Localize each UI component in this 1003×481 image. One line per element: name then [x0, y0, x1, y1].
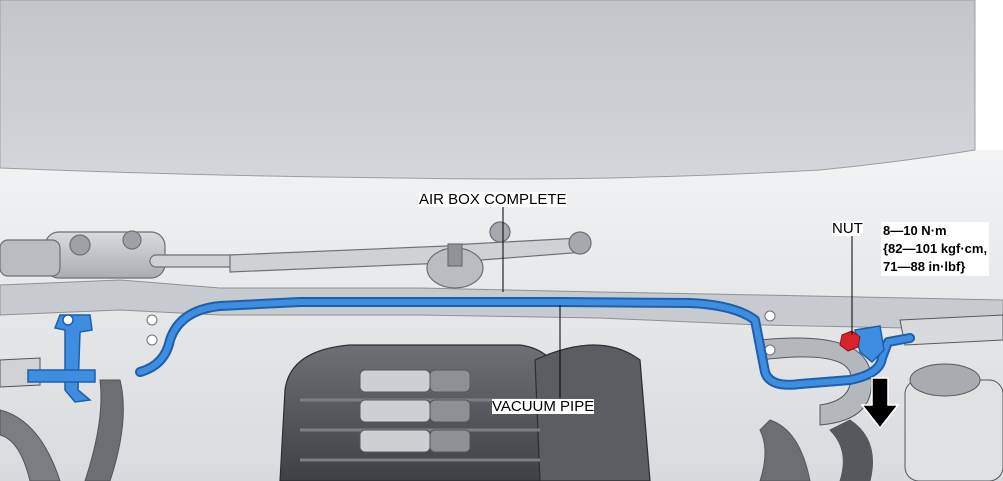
- nut-label: NUT: [832, 220, 863, 237]
- cowl-bolts: [146, 310, 776, 356]
- right-components: [759, 314, 1003, 481]
- left-hoses: [0, 357, 124, 481]
- torque-spec-line-1: 8—10 N·m: [883, 223, 947, 238]
- ignition-coils: [359, 369, 471, 453]
- wiper-motor: [0, 230, 241, 279]
- hood-panel: [0, 0, 976, 180]
- vacuum-pipe-highlight: [135, 297, 915, 390]
- air-box-complete-label: AIR BOX COMPLETE: [419, 191, 567, 208]
- pipe-bracket-highlight: [27, 314, 96, 403]
- wiper-linkage: [229, 221, 592, 289]
- torque-spec-line-3: 71—88 in·lbf}: [883, 259, 966, 274]
- vacuum-pipe-label: VACUUM PIPE: [492, 398, 595, 415]
- torque-spec: 8—10 N·m {82—101 kgf·cm, 71—88 in·lbf}: [881, 222, 990, 276]
- arrow-down-icon: [860, 377, 900, 430]
- torque-spec-line-2: {82—101 kgf·cm,: [883, 241, 988, 256]
- pipe-clip-highlight: [854, 325, 885, 364]
- callout-leader-lines: [502, 207, 853, 398]
